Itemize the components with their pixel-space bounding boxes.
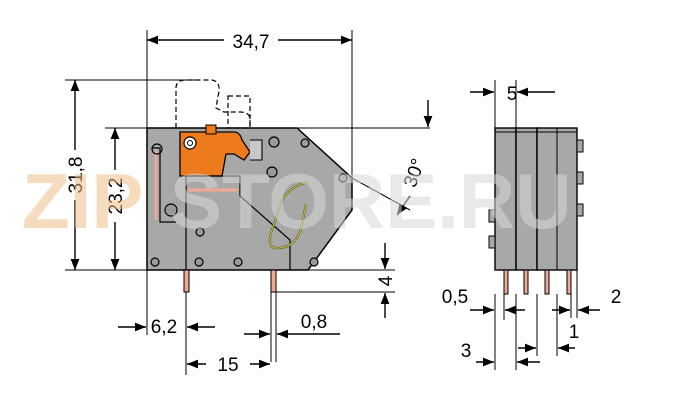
spring-wire-highlight	[269, 181, 309, 249]
housing-hole-10	[195, 227, 205, 237]
lever-open-outline-2	[227, 95, 251, 129]
dim-body-height: 23,2	[106, 178, 127, 215]
dim-pin-width: 0,8	[301, 312, 327, 333]
dim-side-spacing: 1	[569, 322, 580, 343]
dim-overall-width: 34,7	[233, 32, 270, 53]
housing-hole-5	[266, 166, 278, 178]
housing-hole-4	[338, 173, 348, 183]
side-pin-2	[523, 269, 529, 295]
front-pin-left	[183, 269, 190, 293]
lever-tab	[205, 124, 217, 135]
side-notch-4	[488, 209, 496, 223]
watermark-right: STORE.RU	[170, 157, 572, 245]
side-pin-4	[566, 269, 572, 295]
side-pin-1	[503, 269, 509, 295]
lever-open-outline	[175, 79, 251, 128]
housing-hole-3	[300, 138, 310, 148]
lever-hole-inner	[187, 140, 193, 146]
side-view	[488, 127, 584, 295]
front-view	[146, 79, 353, 293]
dim-pin-pitch: 15	[217, 355, 238, 376]
side-notch-3	[576, 203, 584, 217]
dim-side-half-pitch: 0,5	[442, 287, 468, 308]
dim-pin-offset: 6,2	[151, 317, 177, 338]
left-contact	[152, 147, 176, 223]
watermark-left: ZIP	[22, 157, 143, 245]
side-dimensions	[470, 80, 600, 370]
housing-hole-6	[150, 257, 160, 267]
clamp-spring	[250, 139, 263, 161]
lever-hole-outer	[183, 136, 197, 150]
housing-hole-9	[309, 257, 319, 267]
front-pin-right	[270, 269, 277, 293]
contact-ring	[151, 143, 163, 155]
housing-hole-2	[268, 136, 280, 148]
side-pin-3	[544, 269, 550, 295]
housing-hole-7	[194, 257, 204, 267]
side-notch-1	[576, 139, 584, 153]
side-notch-5	[488, 235, 496, 249]
orange-lever	[179, 131, 251, 177]
dim-side-edge: 3	[461, 341, 472, 362]
dim-side-pin: 2	[611, 287, 622, 308]
watermark: ZIP STORE.RU	[22, 157, 572, 245]
busbar	[185, 175, 291, 270]
dim-pin-length: 4	[376, 275, 397, 286]
housing-hole-8	[233, 257, 243, 267]
front-dimensions	[65, 30, 433, 375]
housing-hole-1	[164, 203, 178, 217]
side-notch-2	[576, 171, 584, 185]
dim-side-pitch: 5	[507, 84, 518, 105]
dim-total-height: 31,8	[66, 157, 87, 194]
